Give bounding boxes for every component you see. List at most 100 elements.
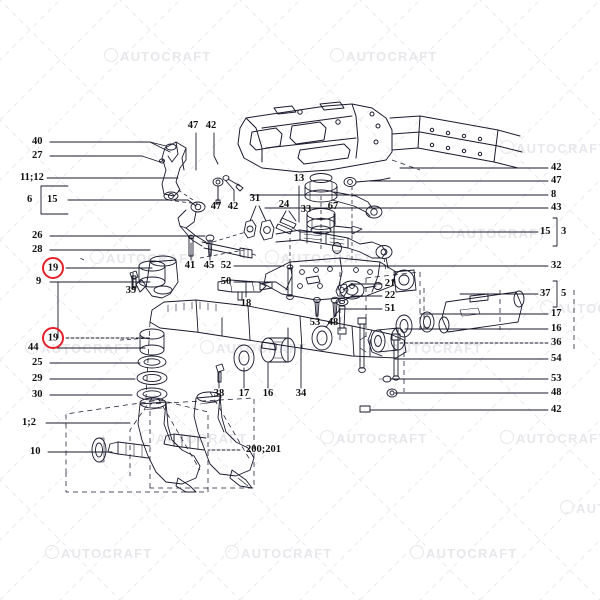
ring-icon: [320, 430, 334, 444]
label-right-42b: 42: [551, 403, 562, 415]
watermark-text: AUTOCRAFT: [336, 431, 428, 446]
label-right-42a: 42: [551, 161, 562, 173]
label-200-201: 200;201: [246, 443, 281, 455]
label-28: 28: [32, 243, 43, 255]
label-19-top: 19: [47, 262, 59, 274]
watermark-autocraft: AUTOCRAFT: [330, 48, 437, 64]
label-31: 31: [249, 192, 261, 204]
label-right-15: 15: [540, 225, 551, 237]
steering-knuckle-right: [163, 391, 255, 489]
ring-icon: [45, 545, 59, 559]
bushings-bottom: [215, 337, 296, 383]
label-9: 9: [36, 275, 42, 287]
label-41: 41: [184, 259, 196, 271]
label-40: 40: [32, 135, 43, 147]
chassis-frame: [237, 101, 523, 173]
watermark-autocraft: AUTOCRAFT: [375, 340, 482, 356]
fasteners-41-45: [187, 234, 215, 257]
label-25: 25: [32, 356, 43, 368]
clamp-36-rod-54: [359, 329, 383, 357]
label-right-8: 8: [551, 188, 557, 200]
label-53-interior: 53: [309, 316, 321, 328]
fastener-cluster-upper: [212, 175, 244, 205]
watermark-autocraft: AUTOCRAFT: [45, 545, 152, 561]
watermark-text: AUTOCRAFT: [516, 141, 600, 156]
kingpin-housing-upper: [131, 255, 179, 299]
pin-42-bottom: [359, 405, 371, 413]
watermark-text: AUTOCRAFT: [241, 546, 333, 561]
axle-support-bracket: [263, 257, 417, 301]
label-right-48: 48: [551, 386, 562, 398]
ring-icon: [375, 340, 389, 354]
label-15: 15: [47, 193, 58, 205]
label-right-37: 37: [540, 287, 551, 299]
pitman-arm-assembly: [304, 173, 383, 235]
ring-icon: [90, 250, 104, 264]
kingpin-bushing-stack: [136, 260, 168, 401]
watermark-text: AUTOCRAFT: [576, 501, 600, 516]
ring-icon: [330, 48, 344, 62]
watermark-text: AUTOCRAFT: [391, 341, 483, 356]
label-29: 29: [32, 372, 43, 384]
right-small-parts: [378, 375, 398, 398]
label-right-3: 3: [561, 225, 567, 237]
ring-icon: [200, 340, 214, 354]
label-19-bottom: 19: [47, 332, 59, 344]
assembly-reference-lines: [65, 159, 575, 493]
label-50: 50: [220, 275, 232, 287]
label-26: 26: [32, 229, 43, 241]
watermark-text: AUTOCRAFT: [456, 226, 548, 241]
ring-icon: [560, 500, 574, 514]
ring-icon: [410, 545, 424, 559]
watermark-text: AUTOCRAFT: [120, 49, 212, 64]
label-42-a: 42: [205, 119, 217, 131]
label-13: 13: [293, 172, 305, 184]
label-42-b: 42: [227, 200, 239, 212]
ring-icon: [500, 430, 514, 444]
watermark-autocraft: AUTOCRAFT: [560, 500, 600, 516]
watermark-autocraft: AUTOCRAFT: [410, 545, 517, 561]
label-right-53: 53: [551, 372, 562, 384]
label-right-32: 32: [551, 259, 562, 271]
label-45: 45: [203, 259, 215, 271]
label-right-43: 43: [551, 201, 562, 213]
watermark-text: AUTOCRAFT: [556, 301, 600, 316]
label-6: 6: [27, 193, 33, 205]
ring-icon: [225, 545, 239, 559]
label-right-16: 16: [551, 322, 562, 334]
label-right-36: 36: [551, 336, 562, 348]
leader-lines-left: [40, 141, 206, 453]
ring-icon: [104, 48, 118, 62]
pin-and-sleeve-50-18: [217, 264, 294, 301]
label-1-2: 1;2: [22, 416, 36, 428]
fasteners-21-22-51: [335, 283, 401, 381]
front-axle-beam: [149, 299, 407, 359]
label-48-interior: 48: [327, 316, 339, 328]
label-22: 22: [384, 289, 396, 301]
highlight-circle-19-top: 19: [42, 257, 64, 279]
watermark-text: AUTOCRAFT: [61, 546, 153, 561]
watermark-text: AUTOCRAFT: [41, 341, 133, 356]
right-sleeve-assembly: [370, 290, 525, 353]
label-18: 18: [240, 297, 252, 309]
label-right-17: 17: [551, 307, 562, 319]
label-30: 30: [32, 388, 43, 400]
label-10: 10: [30, 445, 41, 457]
upper-knuckle-arm: [141, 141, 187, 201]
label-34: 34: [295, 387, 307, 399]
watermark-autocraft: AUTOCRAFT: [265, 250, 372, 266]
watermark-autocraft: AUTOCRAFT: [104, 48, 211, 64]
label-17-interior: 17: [238, 387, 250, 399]
steering-knuckle-left: [91, 397, 201, 493]
highlight-circle-19-bottom: 19: [42, 327, 64, 349]
label-27: 27: [32, 149, 43, 161]
label-21: 21: [384, 277, 396, 289]
watermark-text: AUTOCRAFT: [426, 546, 518, 561]
watermark-text: AUTOCRAFT: [346, 49, 438, 64]
label-51: 51: [384, 302, 396, 314]
watermark-autocraft: AUTOCRAFT: [225, 545, 332, 561]
